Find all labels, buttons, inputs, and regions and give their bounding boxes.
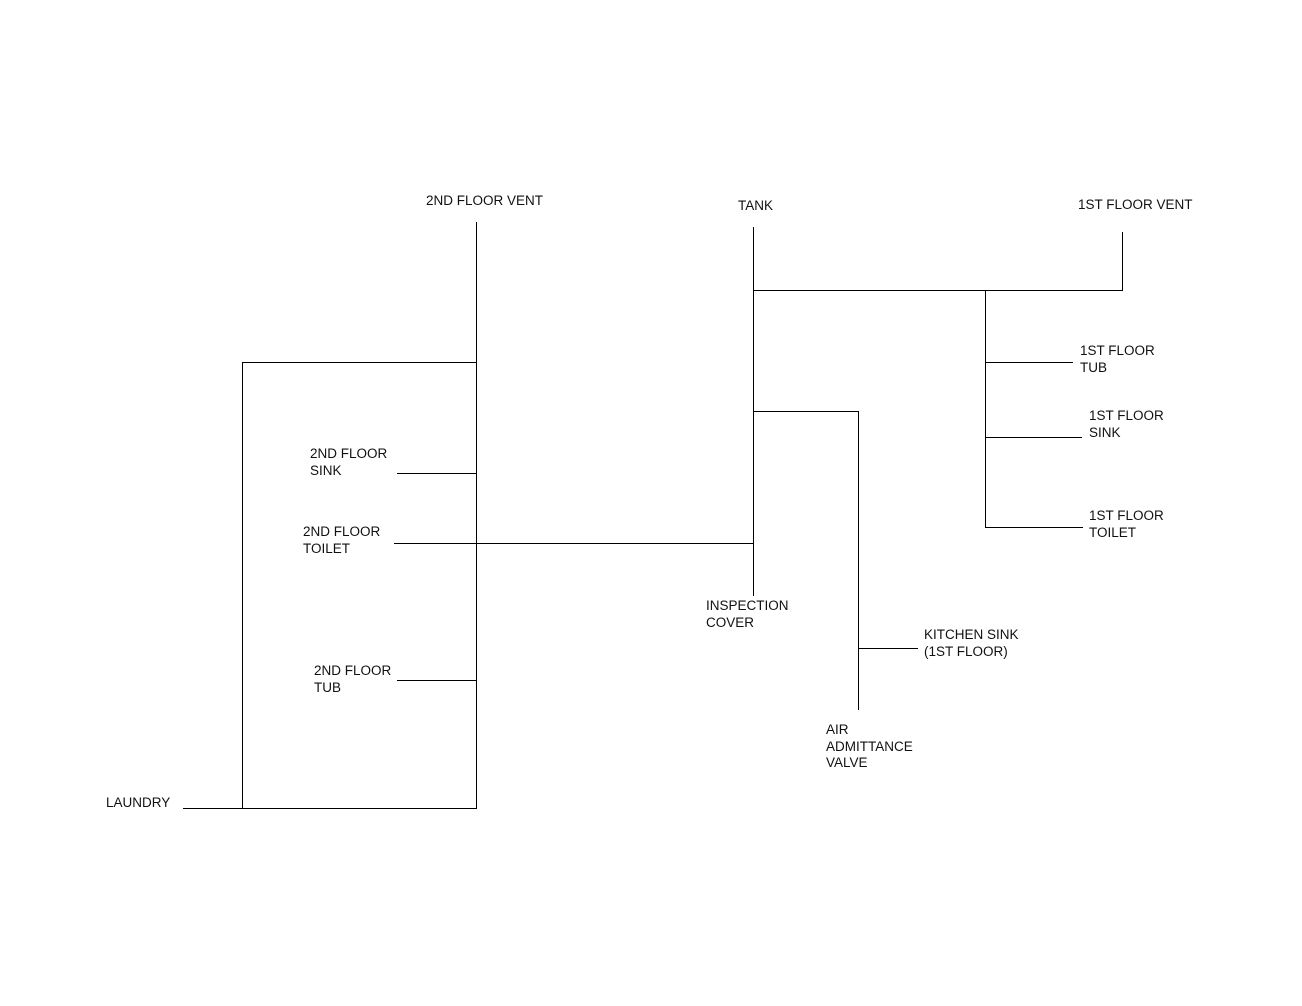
tub-2nd-floor-label: 2ND FLOOR TUB — [314, 663, 392, 695]
toilet-1st-floor-label: 1ST FLOOR TOILET — [1089, 508, 1164, 540]
sink-2nd-floor-label: 2ND FLOOR SINK — [310, 446, 388, 478]
tub-1st-floor-label: 1ST FLOOR TUB — [1080, 343, 1155, 375]
vent-1st-floor-label: 1ST FLOOR VENT — [1078, 197, 1193, 212]
sink-1st-floor-label: 1ST FLOOR SINK — [1089, 408, 1164, 440]
kitchen-sink-label: KITCHEN SINK (1ST FLOOR) — [924, 627, 1019, 659]
tank-label: TANK — [738, 198, 774, 213]
vent-2nd-floor-label: 2ND FLOOR VENT — [426, 193, 544, 208]
toilet-2nd-floor-label: 2ND FLOOR TOILET — [303, 524, 381, 556]
air-admittance-valve-label: AIR ADMITTANCE VALVE — [826, 722, 913, 770]
inspection-cover-label: INSPECTION COVER — [706, 598, 789, 630]
laundry-label: LAUNDRY — [106, 795, 171, 810]
